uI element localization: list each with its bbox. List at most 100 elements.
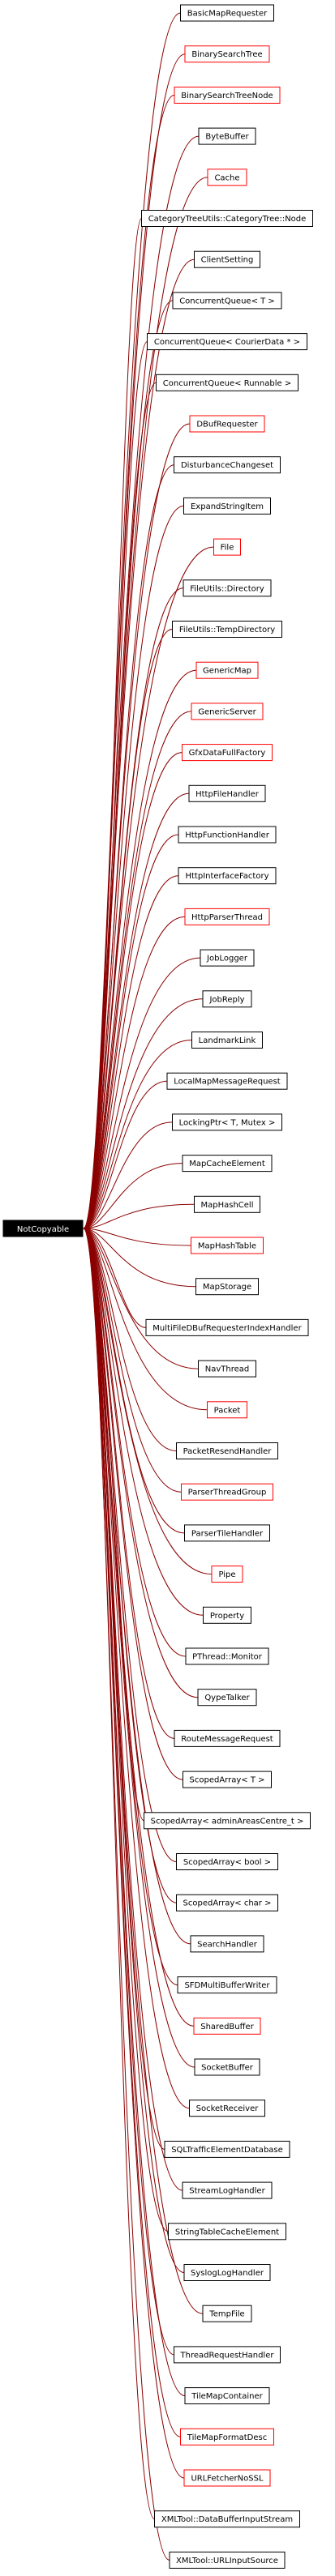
class-node[interactable]: TileMapContainer [184,2387,270,2405]
class-node[interactable]: StringTableCacheElement [168,2223,286,2241]
class-node-box [183,1771,272,1788]
class-node[interactable]: ParserThreadGroup [181,1483,273,1501]
class-node[interactable]: Packet [207,1401,247,1419]
class-node-box [194,250,260,268]
class-node[interactable]: StreamLogHandler [182,2181,273,2199]
class-node-label: ClientSetting [201,256,254,265]
class-node[interactable]: BasicMapRequester [180,4,274,22]
class-node[interactable]: ScopedArray< adminAreasCentre_t > [144,1812,311,1830]
class-node-box [156,374,298,391]
class-node-label: TileMapFormatDesc [187,2433,267,2442]
class-node[interactable]: MapCacheElement [182,1155,273,1173]
class-node[interactable]: ParserTileHandler [184,1524,270,1542]
class-node[interactable]: FileUtils::Directory [183,579,272,597]
class-node-label: BinarySearchTree [191,50,262,59]
class-node[interactable]: HttpFunctionHandler [178,826,277,844]
class-node[interactable]: Pipe [211,1566,243,1583]
class-node[interactable]: HttpParserThread [184,908,270,925]
class-node-box [193,2017,261,2035]
class-node-label: URLFetcherNoSSL [191,2475,264,2484]
class-node[interactable]: MultiFileDBufRequesterIndexHandler [145,1318,309,1336]
class-node[interactable]: URLFetcherNoSSL [183,2469,271,2487]
class-node-box [147,333,307,351]
inheritance-edge [83,1225,191,1246]
class-node[interactable]: QypeTalker [197,1689,257,1707]
class-node-box [184,908,270,925]
class-node-label: ScopedArray< T > [190,1776,265,1785]
inheritance-edge [83,1225,196,1288]
class-node[interactable]: GfxDataFullFactory [182,744,273,762]
class-node-label: SearchHandler [197,1940,258,1949]
class-node[interactable]: JobLogger [200,949,255,967]
class-node-box [198,1360,256,1378]
class-node[interactable]: FileUtils::TempDirectory [172,621,282,638]
class-node[interactable]: BinarySearchTreeNode [174,86,281,104]
inheritance-edge [83,957,201,1232]
class-node-label: SocketReceiver [196,2104,260,2113]
class-node[interactable]: GenericServer [191,703,264,720]
class-node-box [203,1606,251,1624]
class-node[interactable]: PacketResendHandler [176,1442,278,1459]
class-node[interactable]: ConcurrentQueue< CourierData * > [147,333,307,351]
class-node[interactable]: MapStorage [195,1278,259,1296]
class-node[interactable]: LandmarkLink [191,1032,263,1049]
class-node[interactable]: SearchHandler [190,1935,264,1953]
class-node[interactable]: NavThread [198,1360,256,1378]
class-node[interactable]: ConcurrentQueue< T > [172,292,282,310]
class-node[interactable]: ConcurrentQueue< Runnable > [156,374,298,391]
class-node[interactable]: TempFile [202,2305,252,2322]
inheritance-edge [83,94,175,1232]
class-node[interactable]: ScopedArray< bool > [176,1853,278,1870]
class-node[interactable]: BinarySearchTree [184,45,270,63]
class-node[interactable]: SyslogLogHandler [183,2264,271,2281]
class-node[interactable]: GenericMap [195,661,259,679]
class-node[interactable]: MapHashTable [191,1237,264,1254]
class-node[interactable]: JobReply [202,990,252,1008]
class-node[interactable]: CategoryTreeUtils::CategoryTree::Node [141,210,313,227]
class-node-label: ScopedArray< adminAreasCentre_t > [151,1817,304,1826]
class-node[interactable]: ClientSetting [194,250,260,268]
class-node[interactable]: XMLTool::DataBufferInputStream [154,2510,300,2528]
class-node-label: HttpFunctionHandler [185,831,270,840]
root-node-notcopyable[interactable]: NotCopyable [2,1220,84,1237]
inheritance-edge [83,12,181,1232]
class-node-box [183,579,272,597]
class-node[interactable]: SharedBuffer [193,2017,261,2035]
class-node-label: MapStorage [203,1283,251,1292]
class-node[interactable]: TileMapFormatDesc [180,2428,274,2446]
inheritance-edge [83,1225,174,2356]
class-node[interactable]: PThread::Monitor [185,1647,269,1665]
class-node-label: GenericMap [203,667,251,676]
class-node[interactable]: ScopedArray< T > [183,1771,272,1788]
class-node[interactable]: File [213,538,241,556]
class-node[interactable]: Cache [207,169,247,186]
class-node[interactable]: ScopedArray< char > [176,1894,278,1912]
class-node[interactable]: SocketReceiver [189,2100,265,2117]
class-node[interactable]: SocketBuffer [194,2058,260,2076]
class-node[interactable]: SQLTrafficElementDatabase [164,2140,290,2158]
class-node[interactable]: SFDMultiBufferWriter [177,1976,277,1994]
class-node[interactable]: HttpInterfaceFactory [178,867,277,885]
class-node[interactable]: Property [203,1606,251,1624]
class-node[interactable]: RouteMessageRequest [174,1729,281,1747]
class-node-label: QypeTalker [204,1694,250,1702]
class-node[interactable]: DisturbanceChangeset [174,456,281,474]
class-node[interactable]: HttpFileHandler [188,784,266,802]
class-node[interactable]: LockingPtr< T, Mutex > [172,1113,282,1131]
class-node[interactable]: ByteBuffer [198,127,256,145]
class-node[interactable]: DBufRequester [189,415,265,433]
class-node-label: PacketResendHandler [183,1447,273,1456]
class-node-label: LandmarkLink [199,1036,256,1045]
class-node[interactable]: ThreadRequestHandler [174,2346,281,2364]
class-node[interactable]: LocalMapMessageRequest [166,1072,288,1090]
class-node-label: SyslogLogHandler [191,2269,264,2278]
inheritance-edge [83,875,179,1232]
class-node-label: TileMapContainer [191,2392,263,2401]
class-node-box [176,1853,278,1870]
class-node[interactable]: MapHashCell [194,1195,260,1213]
class-node[interactable]: XMLTool::URLInputSource [169,2551,286,2569]
class-node-label: FileUtils::Directory [190,584,264,593]
class-node[interactable]: ExpandStringItem [183,497,271,515]
class-node-label: MultiFileDBufRequesterIndexHandler [152,1324,302,1333]
class-node-label: XMLTool::DataBufferInputStream [161,2515,293,2524]
